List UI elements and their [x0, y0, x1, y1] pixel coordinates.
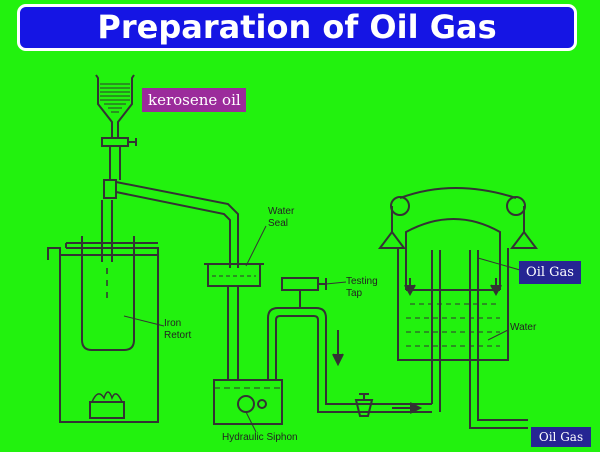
page-title: Preparation of Oil Gas: [97, 8, 497, 46]
oil-gas-holder-label: Oil Gas: [519, 261, 581, 284]
burner: [89, 391, 125, 419]
gas-holder-tank: [397, 248, 509, 361]
feed-tube: [101, 146, 121, 262]
gas-pipes: [431, 250, 528, 429]
retort-outlet-pipe: [115, 181, 239, 268]
testing-tap-label-line1: Testing: [346, 276, 378, 287]
water-label: Water: [510, 322, 537, 333]
funnel-stopcock: [101, 137, 137, 147]
seal-drain-tubes: [227, 286, 239, 380]
oil-gas-outlet-label: Oil Gas: [531, 427, 591, 447]
testing-tap: [281, 277, 327, 308]
iron-retort: [81, 236, 135, 351]
pulley-system: [378, 187, 538, 249]
water-seal: [204, 263, 264, 287]
kerosene-oil-label: kerosene oil: [142, 88, 246, 112]
kerosene-funnel: [95, 74, 135, 139]
siphon-tube: [267, 307, 432, 413]
gas-valve: [354, 393, 374, 417]
furnace: [47, 242, 159, 423]
leader-lines: [123, 225, 521, 433]
gas-holder-bell: [405, 218, 501, 291]
hydraulic-siphon-label: Hydraulic Siphon: [222, 432, 298, 443]
iron-retort-label-line2: Retort: [164, 330, 192, 341]
water-seal-label-line2: Seal: [268, 218, 289, 229]
testing-tap-label-line2: Tap: [346, 288, 363, 299]
title-banner: Preparation of Oil Gas: [17, 4, 577, 51]
hydraulic-siphon-box: [213, 379, 283, 425]
iron-retort-label-line1: Iron: [164, 318, 182, 329]
water-seal-label-line1: Water: [268, 206, 295, 217]
